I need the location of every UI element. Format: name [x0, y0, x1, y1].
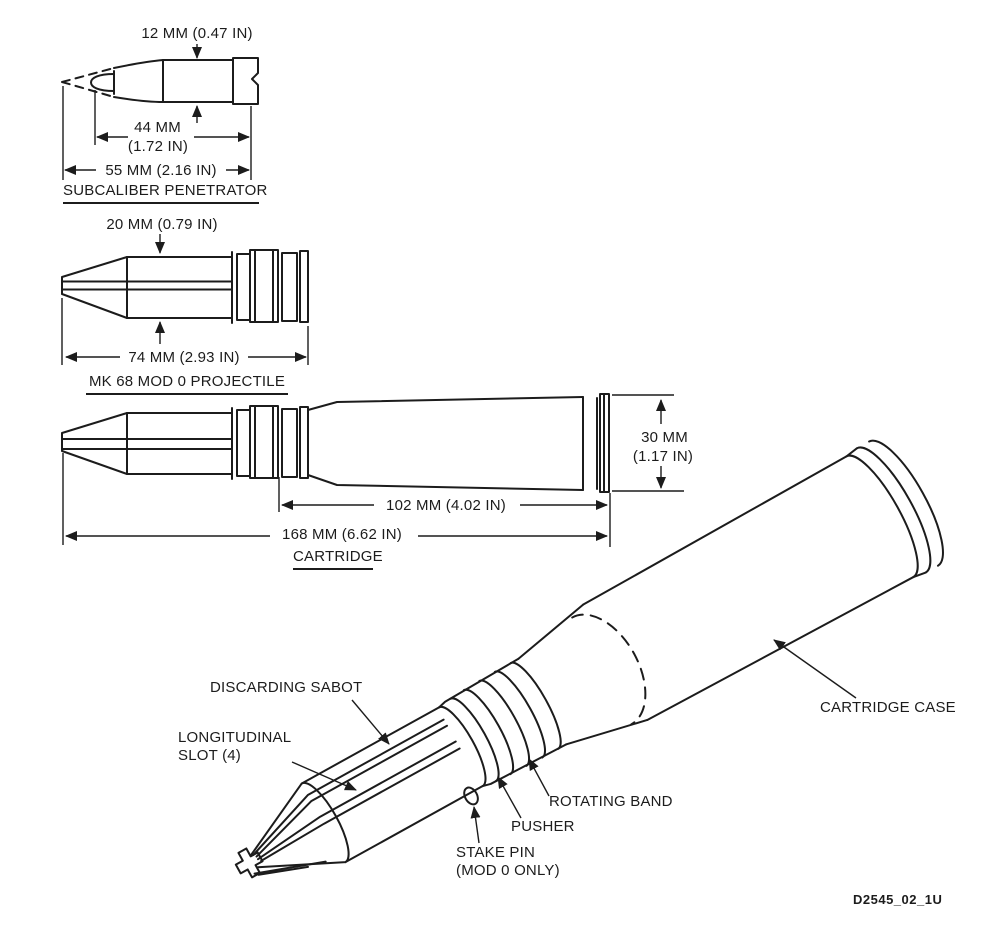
dim-cartridge-rim-mm: 30 MM	[641, 429, 688, 446]
title-mk68-projectile: MK 68 MOD 0 PROJECTILE	[86, 373, 288, 395]
dim-cartridge-rim-in: (1.17 IN)	[632, 448, 694, 465]
callout-stake-pin: STAKE PIN (MOD 0 ONLY)	[456, 844, 560, 880]
isometric-cartridge	[234, 439, 944, 879]
callout-stake-pin-line1: STAKE PIN	[456, 844, 536, 861]
title-subcaliber-penetrator: SUBCALIBER PENETRATOR	[63, 182, 267, 204]
subcaliber-penetrator-view	[61, 44, 259, 180]
dim-penetrator-body-mm: 44 MM	[134, 119, 181, 136]
callout-longitudinal-line1: LONGITUDINAL	[178, 729, 292, 746]
figure-code: D2545_02_1U	[853, 892, 943, 907]
callout-cartridge-case: CARTRIDGE CASE	[820, 699, 956, 716]
callout-longitudinal-line2: SLOT (4)	[178, 747, 242, 764]
callout-discarding-sabot: DISCARDING SABOT	[210, 679, 363, 696]
mk68-projectile-view	[61, 234, 309, 365]
dim-cartridge-case-length: 102 MM (4.02 IN)	[386, 497, 506, 514]
dim-projectile-diameter: 20 MM (0.79 IN)	[106, 216, 218, 233]
cartridge-view	[61, 393, 684, 547]
callout-rotating-band: ROTATING BAND	[549, 793, 673, 810]
dim-cartridge-overall: 168 MM (6.62 IN)	[282, 526, 402, 543]
dim-penetrator-body-in: (1.72 IN)	[127, 138, 189, 155]
dim-penetrator-diameter: 12 MM (0.47 IN)	[141, 25, 253, 42]
dim-penetrator-overall: 55 MM (2.16 IN)	[105, 162, 217, 179]
title-cartridge: CARTRIDGE	[293, 548, 383, 570]
callout-leaders	[291, 639, 857, 844]
dim-projectile-overall: 74 MM (2.93 IN)	[128, 349, 240, 366]
callout-longitudinal-slot: LONGITUDINAL SLOT (4)	[178, 729, 291, 765]
callout-stake-pin-line2: (MOD 0 ONLY)	[456, 862, 560, 879]
callout-pusher: PUSHER	[511, 818, 575, 835]
stake-pin-detail	[463, 786, 479, 806]
